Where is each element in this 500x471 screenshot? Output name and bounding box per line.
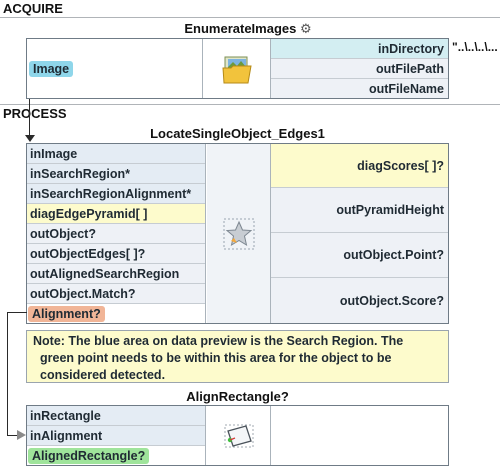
connection-wire-image: [29, 99, 30, 136]
port-alignment-row[interactable]: Alignment?: [27, 304, 205, 323]
connection-wire-alignment-h2: [7, 435, 19, 436]
connection-wire-alignment-v: [7, 312, 8, 435]
port-in-rectangle[interactable]: inRectangle: [27, 406, 205, 426]
locate-left-column: inImage inSearchRegion* inSearchRegionAl…: [27, 144, 206, 323]
enumerate-images-left-column: Image: [27, 39, 203, 98]
port-out-object-score[interactable]: outObject.Score?: [271, 278, 448, 323]
block-title-align-rectangle[interactable]: AlignRectangle?: [186, 389, 289, 404]
port-in-search-region[interactable]: inSearchRegion*: [27, 164, 205, 184]
port-out-object-match[interactable]: outObject.Match?: [27, 284, 205, 304]
locate-object-star-icon: [207, 144, 270, 323]
param-out-file-path[interactable]: outFilePath: [271, 59, 448, 79]
port-alignment[interactable]: Alignment?: [28, 305, 105, 322]
align-rectangle-icon: [207, 406, 270, 465]
connection-arrow-down: [25, 135, 35, 142]
section-label-acquire: ACQUIRE: [3, 1, 63, 16]
locate-single-object-block[interactable]: inImage inSearchRegion* inSearchRegionAl…: [26, 143, 449, 324]
enumerate-images-right-column: inDirectory outFilePath outFileName: [270, 39, 448, 98]
note-line-3: considered detected.: [40, 368, 166, 382]
port-in-image[interactable]: inImage: [27, 144, 205, 164]
port-out-object-edges[interactable]: outObjectEdges[ ]?: [27, 244, 205, 264]
section-divider: [0, 17, 500, 18]
note-box: Note: The blue area on data preview is t…: [26, 330, 449, 383]
port-in-search-region-alignment[interactable]: inSearchRegionAlignment*: [27, 184, 205, 204]
connection-wire-alignment-h1: [7, 312, 27, 313]
section-divider: [0, 104, 500, 105]
param-in-directory[interactable]: inDirectory: [271, 39, 448, 59]
connection-arrow-right: [17, 430, 26, 440]
param-out-file-name[interactable]: outFileName: [271, 79, 448, 98]
block-title-locate-single-object[interactable]: LocateSingleObject_Edges1: [150, 126, 325, 141]
port-diag-scores[interactable]: diagScores[ ]?: [271, 144, 448, 188]
note-line-2: green point needs to be within this area…: [40, 351, 392, 365]
locate-right-column: diagScores[ ]? outPyramidHeight outObjec…: [270, 144, 448, 323]
note-line-1: Note: The blue area on data preview is t…: [33, 334, 404, 348]
port-out-object-point[interactable]: outObject.Point?: [271, 233, 448, 278]
in-directory-value: "..\..\..\...: [452, 40, 498, 54]
section-label-process: PROCESS: [3, 106, 67, 121]
gear-icon[interactable]: ⚙: [299, 21, 312, 36]
port-aligned-rectangle-row[interactable]: AlignedRectangle?: [27, 446, 205, 465]
block-title-enumerate-images[interactable]: EnumerateImages ⚙: [184, 21, 312, 36]
align-left-column: inRectangle inAlignment AlignedRectangle…: [27, 406, 206, 465]
enumerate-images-output-row[interactable]: Image: [27, 39, 202, 98]
port-in-alignment[interactable]: inAlignment: [27, 426, 205, 446]
folder-images-icon: [204, 39, 270, 98]
align-right-column: [270, 406, 448, 465]
port-out-aligned-search-region[interactable]: outAlignedSearchRegion: [27, 264, 205, 284]
port-out-object[interactable]: outObject?: [27, 224, 205, 244]
port-diag-edge-pyramid[interactable]: diagEdgePyramid[ ]: [27, 204, 205, 224]
port-out-pyramid-height[interactable]: outPyramidHeight: [271, 188, 448, 233]
enumerate-images-block[interactable]: Image inDirectory outFilePath outFileNam…: [26, 38, 449, 99]
image-port[interactable]: Image: [29, 60, 74, 77]
align-rectangle-block[interactable]: inRectangle inAlignment AlignedRectangle…: [26, 405, 449, 466]
port-aligned-rectangle[interactable]: AlignedRectangle?: [28, 447, 150, 464]
